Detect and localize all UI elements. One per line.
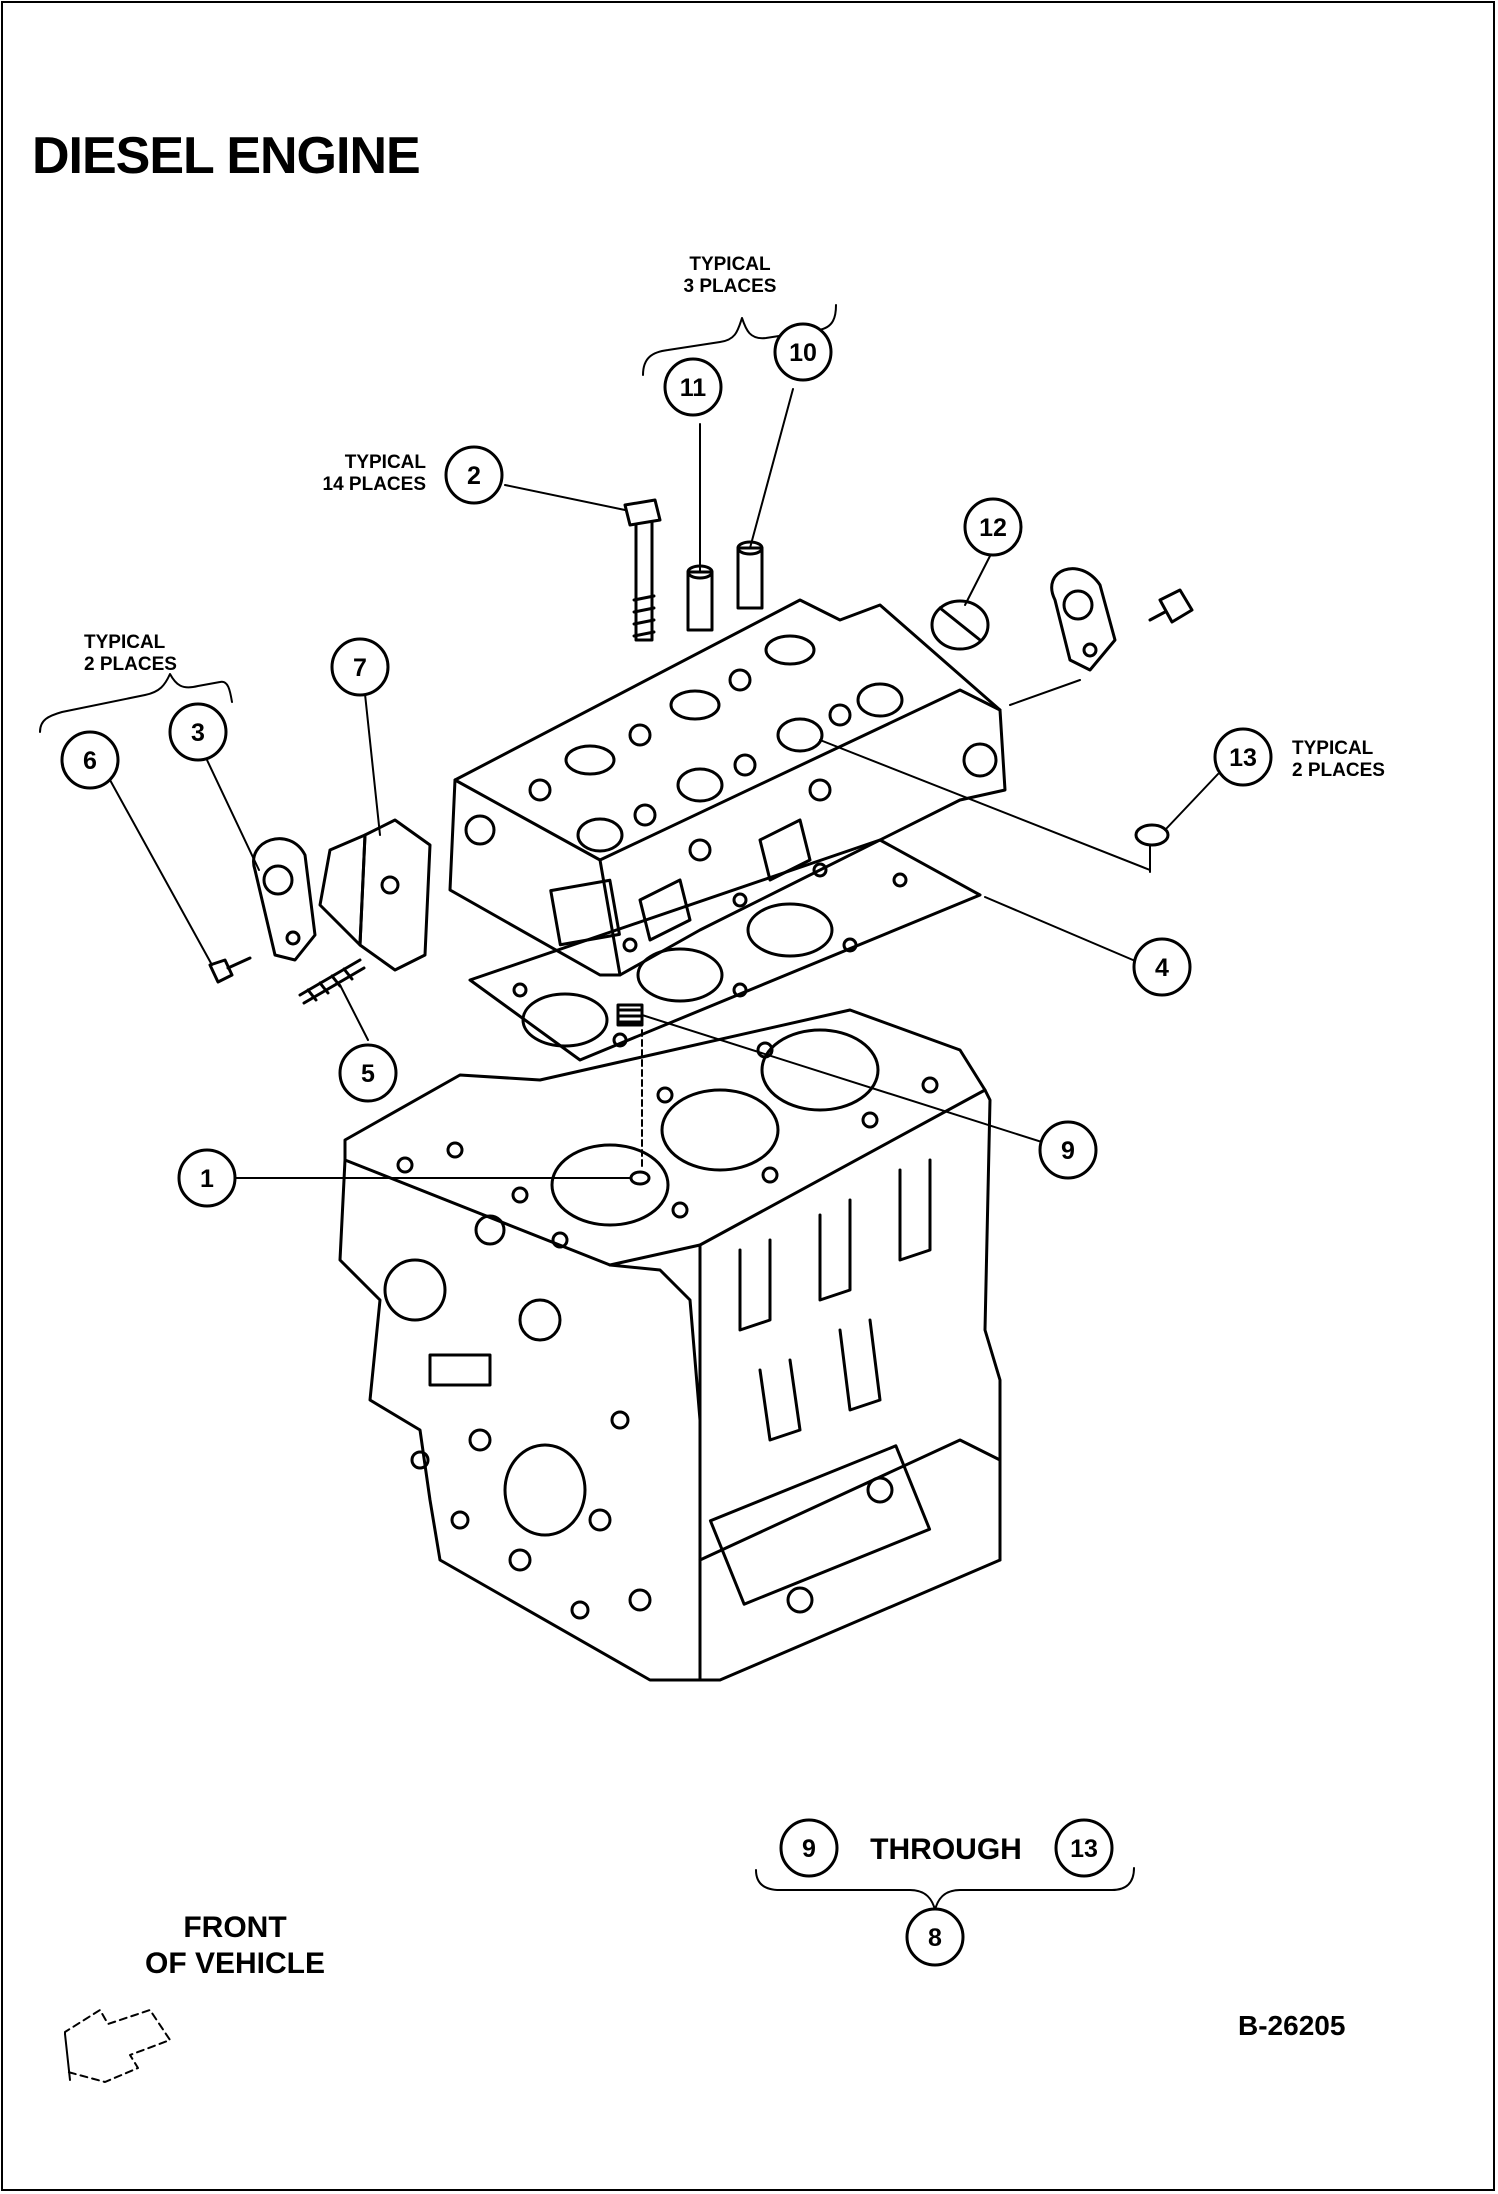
note-typical-2-places-left: TYPICAL 2 PLACES (84, 632, 177, 675)
svg-text:12: 12 (979, 514, 1007, 542)
callouts: 1 2 3 4 5 6 7 9 10 11 12 13 9 13 8 (60, 322, 1273, 1967)
callout-13: 13 (1213, 727, 1273, 787)
callout-group-from: 9 (779, 1818, 839, 1878)
callout-6: 6 (60, 730, 120, 790)
note-typical-14-places: TYPICAL 14 PLACES (322, 452, 426, 495)
o-ring-13-drawing (1134, 823, 1170, 847)
callout-2: 2 (444, 445, 504, 505)
note-typical-2-places-right: TYPICAL 2 PLACES (1292, 738, 1385, 781)
page-title: DIESEL ENGINE (32, 127, 421, 185)
callout-9: 9 (1038, 1120, 1098, 1180)
through-label: THROUGH (870, 1833, 1022, 1866)
callout-5: 5 (338, 1043, 398, 1103)
svg-text:11: 11 (680, 374, 707, 402)
callout-7: 7 (330, 637, 390, 697)
svg-text:13: 13 (1070, 1835, 1098, 1863)
engine-block-drawing (338, 1008, 1002, 1682)
plug-12-drawing (930, 599, 990, 651)
svg-text:5: 5 (361, 1060, 375, 1088)
svg-text:3: 3 (191, 719, 205, 747)
svg-text:9: 9 (1061, 1137, 1075, 1165)
ring-1-drawing (629, 1170, 651, 1186)
callout-3: 3 (168, 702, 228, 762)
svg-text:1: 1 (200, 1165, 214, 1193)
front-arrow-icon (64, 2009, 171, 2083)
head-bolt-drawing (623, 498, 662, 642)
valve-guide-11-drawing (686, 564, 714, 632)
callout-4: 4 (1132, 937, 1192, 997)
dowel-9-drawing (616, 1003, 644, 1027)
callout-group-8: 8 (905, 1907, 965, 1967)
front-of-vehicle-label: FRONT OF VEHICLE (144, 1911, 325, 1980)
callout-11: 11 (663, 357, 723, 417)
valve-guide-10-drawing (736, 540, 764, 610)
note-typical-3-places: TYPICAL 3 PLACES (683, 254, 777, 297)
lifting-hanger-right-drawing (1050, 567, 1194, 672)
svg-text:4: 4 (1155, 954, 1169, 982)
head-gasket-drawing (468, 838, 982, 1062)
callout-12: 12 (963, 497, 1023, 557)
callout-1: 1 (177, 1148, 237, 1208)
lifting-hanger-left-drawing (252, 837, 317, 962)
svg-text:2: 2 (467, 462, 481, 490)
svg-text:6: 6 (83, 747, 97, 775)
brace-typical-2-places-left (39, 673, 233, 733)
svg-text:13: 13 (1229, 744, 1257, 772)
leader-lines (109, 388, 1219, 1179)
svg-text:9: 9 (802, 1835, 816, 1863)
cylinder-head-drawing (448, 598, 1007, 977)
bracket-7-drawing (318, 818, 432, 972)
svg-text:10: 10 (789, 339, 817, 367)
callout-group-to: 13 (1054, 1818, 1114, 1878)
svg-text:7: 7 (353, 654, 367, 682)
reference-code: B-26205 (1238, 2010, 1346, 2041)
callout-10: 10 (773, 322, 833, 382)
bolt-6-drawing (208, 956, 252, 984)
brace-typical-3-places (642, 304, 837, 376)
spring-5-drawing (298, 958, 366, 1005)
svg-text:8: 8 (928, 1924, 942, 1952)
